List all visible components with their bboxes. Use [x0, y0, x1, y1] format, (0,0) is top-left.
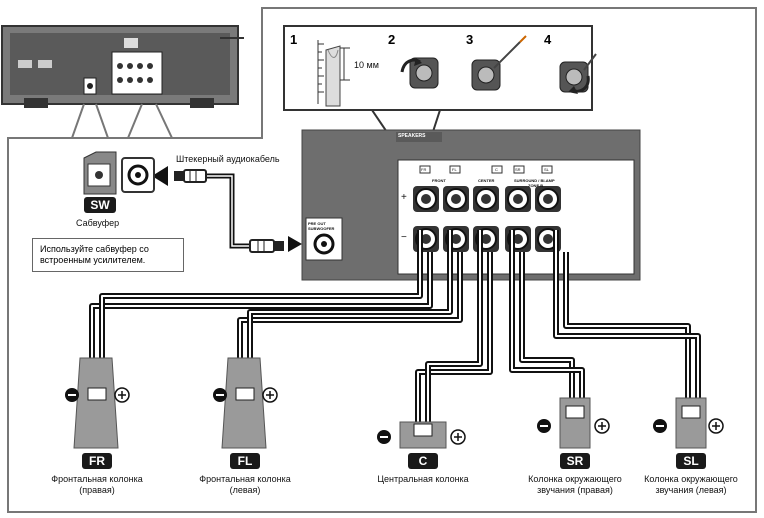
receiver-rear-thumbnail — [1, 25, 244, 108]
strip-length-label: 10 мм — [354, 60, 379, 70]
speakers-header-label: SPEAKERS — [398, 133, 426, 139]
speaker-c-shape — [399, 421, 447, 449]
audio-cable-label: Штекерный аудиокабель — [176, 154, 280, 164]
group-label-zoneb: ZONE B — [528, 183, 544, 188]
group-label-center: CENTER — [478, 178, 495, 183]
panel-minus-sign: − — [401, 232, 407, 243]
speaker-sr-shape — [559, 397, 591, 449]
subwoofer-input-jack — [121, 157, 155, 193]
speaker-fl-label-line2: (левая) — [229, 485, 261, 495]
subwoofer-badge: SW — [84, 197, 116, 213]
speaker-c-label-line1: Центральная колонка — [377, 474, 469, 484]
speaker-fr-label-line1: Фронтальная колонка — [51, 474, 143, 484]
speaker-fr-badge: FR — [82, 453, 112, 469]
step-4-number: 4 — [544, 32, 552, 47]
step2-terminal — [400, 57, 439, 89]
zoom-lines — [71, 103, 173, 139]
group-label-front: FRONT — [432, 178, 446, 183]
step-2-number: 2 — [388, 32, 396, 47]
speaker-fl-label-line1: Фронтальная колонка — [199, 474, 291, 484]
speaker-sr-label-line1: Колонка окружающего — [528, 474, 622, 484]
speaker-terminal-plate — [397, 159, 635, 275]
panel-tag-fl: FL — [452, 167, 457, 172]
speaker-fl-shape — [221, 357, 267, 449]
preout-label: PRE OUT SUBWOOFER — [308, 221, 335, 231]
arrow-to-subwoofer — [152, 166, 168, 186]
subwoofer-label: Сабвуфер — [76, 218, 120, 228]
speaker-sl-badge: SL — [676, 453, 706, 469]
speaker-sl-label-line2: звучания (левая) — [655, 485, 727, 495]
speaker-wires — [89, 230, 701, 426]
subwoofer-note: Используйте сабвуфер со встроенным усили… — [32, 238, 184, 272]
panel-tag-fr: FR — [421, 167, 427, 172]
speaker-sl-label-line1: Колонка окружающего — [644, 474, 738, 484]
speaker-sl-shape — [675, 397, 707, 449]
polarity-markers — [65, 387, 724, 445]
speaker-sr-badge: SR — [560, 453, 590, 469]
panel-plus-sign: + — [401, 192, 407, 203]
panel-tag-sr: SR — [515, 167, 521, 172]
speaker-sr-label-line2: звучания (правая) — [537, 485, 613, 495]
group-label-surround: SURROUND / BI-AMP — [514, 178, 555, 183]
speaker-fl-badge: FL — [230, 453, 260, 469]
step1-ruler — [317, 40, 350, 107]
step3-terminal — [471, 35, 527, 91]
outer-frame — [7, 7, 757, 513]
panel-tag-sl: SL — [544, 167, 549, 172]
audio-cable — [174, 169, 284, 253]
panel-tag-c: C — [495, 167, 498, 172]
step-3-number: 3 — [466, 32, 474, 47]
step-1-number: 1 — [290, 32, 298, 47]
speaker-fr-label-line2: (правая) — [79, 485, 115, 495]
subwoofer-icon — [83, 151, 117, 195]
speaker-fr-shape — [73, 357, 119, 449]
arrow-to-preout — [288, 236, 302, 252]
speaker-c-badge: C — [408, 453, 438, 469]
step4-terminal — [559, 53, 597, 94]
